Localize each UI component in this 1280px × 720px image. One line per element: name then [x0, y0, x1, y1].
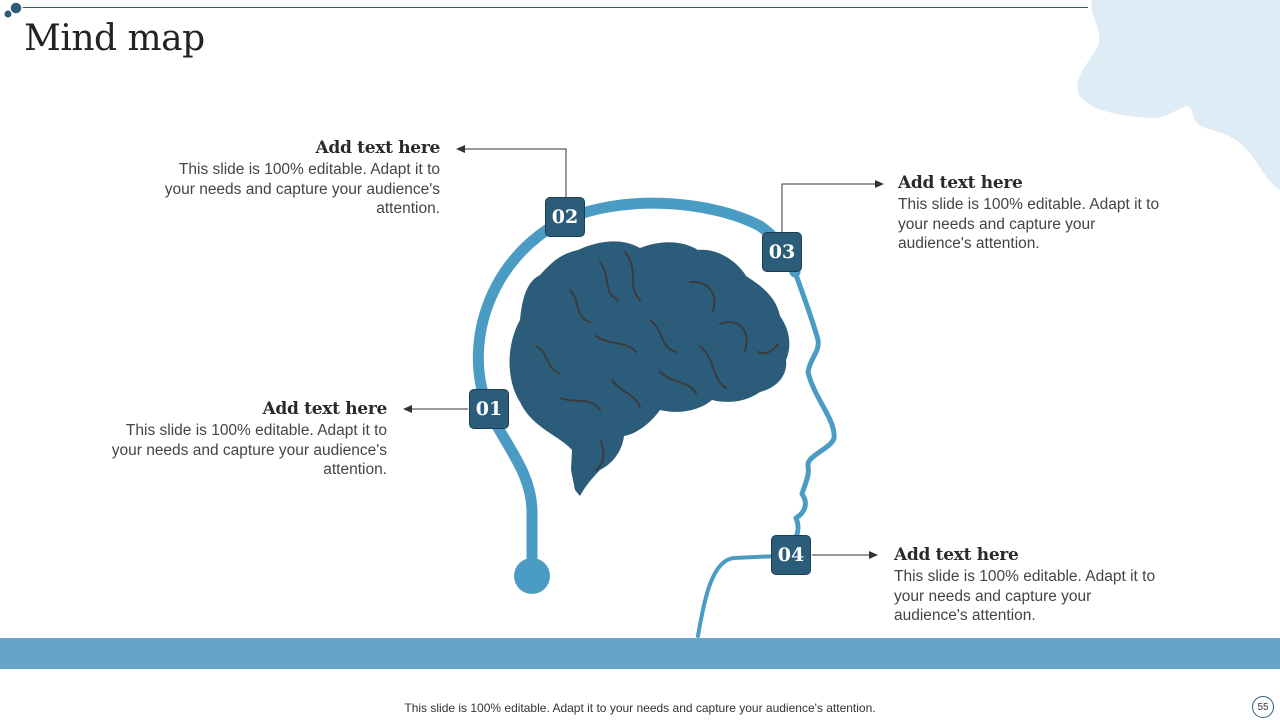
text-block-02: Add text here This slide is 100% editabl… — [160, 138, 441, 219]
text-block-03: Add text here This slide is 100% editabl… — [898, 173, 1160, 254]
heading-03: Add text here — [898, 173, 1023, 193]
heading-04: Add text here — [894, 545, 1019, 565]
connectors — [410, 148, 876, 556]
page-title: Mind map — [24, 18, 205, 59]
top-dot-small — [4, 10, 12, 18]
heading-01: Add text here — [262, 399, 387, 419]
badge-02: 02 — [545, 197, 585, 237]
arrowhead-02 — [456, 145, 465, 153]
arrowhead-04 — [869, 551, 878, 559]
arrowheads — [403, 145, 884, 559]
arrowhead-03 — [875, 180, 884, 188]
footer-note: This slide is 100% editable. Adapt it to… — [404, 701, 876, 715]
body-02: This slide is 100% editable. Adapt it to… — [164, 161, 440, 217]
body-04: This slide is 100% editable. Adapt it to… — [894, 568, 1156, 624]
body-01: This slide is 100% editable. Adapt it to… — [111, 422, 387, 478]
bottom-band — [0, 638, 1280, 669]
page-number: 55 — [1252, 696, 1274, 718]
arrowhead-01 — [403, 405, 412, 413]
badge-01: 01 — [469, 389, 509, 429]
decorative-blob — [1077, 0, 1280, 190]
text-block-01: Add text here This slide is 100% editabl… — [106, 399, 388, 480]
body-03: This slide is 100% editable. Adapt it to… — [898, 196, 1160, 252]
badge-03: 03 — [762, 232, 802, 272]
badge-04: 04 — [771, 535, 811, 575]
head-end-dot — [514, 558, 550, 594]
brain-icon — [509, 241, 790, 496]
connector-02 — [464, 148, 567, 198]
text-block-04: Add text here This slide is 100% editabl… — [894, 545, 1156, 626]
heading-02: Add text here — [315, 138, 440, 158]
top-dot-large — [9, 1, 23, 15]
head-outline — [472, 197, 837, 638]
connector-03 — [781, 183, 876, 233]
